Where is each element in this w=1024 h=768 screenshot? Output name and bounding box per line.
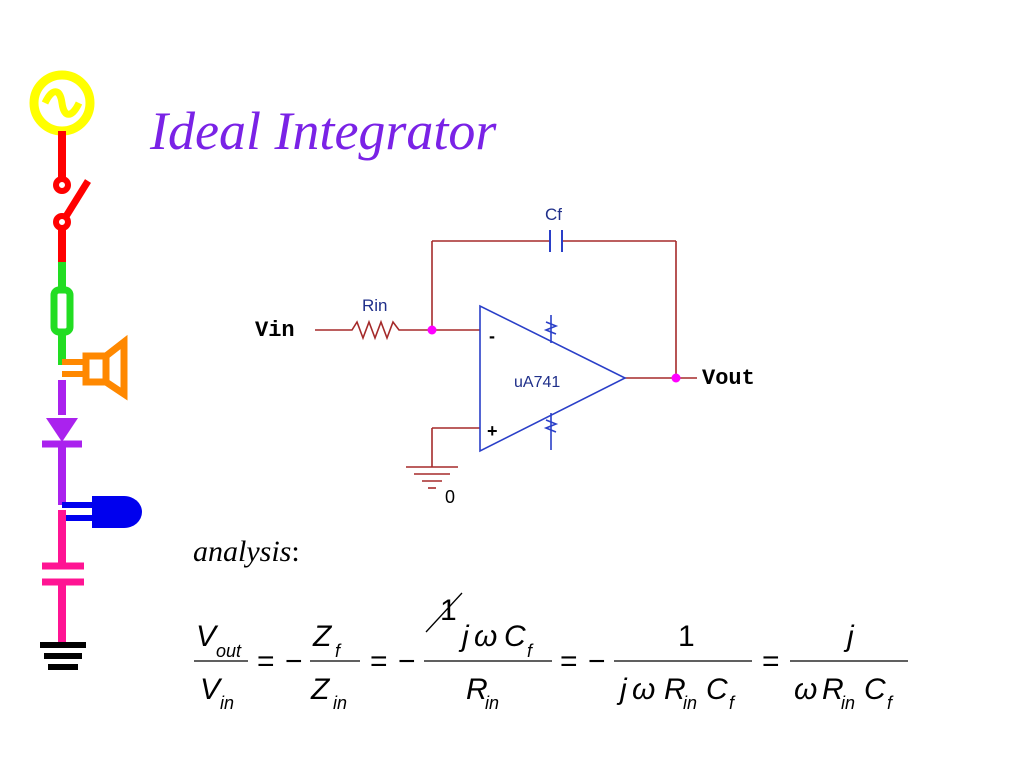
eq-c-1: C bbox=[504, 620, 526, 653]
inverting-sign: - bbox=[489, 326, 495, 346]
eq-equals-2: = bbox=[370, 645, 388, 678]
eq-j-1: j bbox=[458, 620, 470, 653]
eq-equals-1: = bbox=[257, 645, 275, 678]
ground-label: 0 bbox=[445, 487, 455, 507]
node-inverting bbox=[427, 325, 437, 335]
node-output bbox=[671, 373, 681, 383]
eq-in-sub-3: in bbox=[485, 693, 499, 713]
eq-r-1: R bbox=[466, 673, 488, 706]
eq-j-2: j bbox=[616, 673, 628, 706]
speaker-icon bbox=[62, 334, 128, 401]
analysis-colon: : bbox=[291, 535, 300, 568]
diode-icon bbox=[42, 380, 82, 505]
eq-j-3: j bbox=[843, 620, 855, 653]
eq-in-sub-2: in bbox=[333, 693, 347, 713]
component-sidebar bbox=[29, 70, 142, 670]
eq-v-bottom: V bbox=[200, 673, 223, 706]
capacitor-cf bbox=[549, 230, 563, 252]
analysis-heading: analysis: bbox=[193, 535, 300, 569]
eq-f-sub-2: f bbox=[527, 641, 534, 661]
lamp-icon bbox=[62, 496, 142, 528]
capacitor-icon bbox=[42, 510, 84, 642]
fraction-vout-vin: V out V in bbox=[194, 620, 248, 713]
eq-omega-3: ω bbox=[794, 673, 817, 706]
eq-omega-2: ω bbox=[632, 673, 655, 706]
eq-out-sub: out bbox=[216, 641, 242, 661]
eq-equals-3: = bbox=[560, 645, 578, 678]
fraction-impedance-rin: 1 j ω C f R in bbox=[424, 592, 552, 713]
eq-r-2: R bbox=[664, 673, 686, 706]
eq-f-sub-1: f bbox=[335, 641, 342, 661]
resistor-rin bbox=[345, 319, 404, 341]
vout-label: Vout bbox=[702, 366, 755, 391]
noninverting-sign: + bbox=[487, 421, 498, 441]
eq-equals-4: = bbox=[762, 645, 780, 678]
switch-icon bbox=[53, 131, 91, 262]
rin-label: Rin bbox=[362, 296, 388, 315]
eq-f-sub-4: f bbox=[887, 693, 894, 713]
ground-icon bbox=[40, 642, 86, 670]
eq-one-1: 1 bbox=[440, 594, 457, 627]
fraction-one-over: 1 j ω R in C f bbox=[614, 620, 752, 713]
analysis-word: analysis bbox=[193, 535, 292, 568]
opamp-triangle bbox=[479, 304, 627, 453]
opamp-label: uA741 bbox=[514, 374, 560, 391]
slide-title: Ideal Integrator bbox=[150, 101, 497, 161]
circuit-wires bbox=[315, 240, 697, 489]
vin-label: Vin bbox=[255, 318, 295, 343]
eq-in-sub-1: in bbox=[220, 693, 234, 713]
eq-minus-2: − bbox=[398, 645, 416, 678]
eq-c-2: C bbox=[706, 673, 728, 706]
eq-c-3: C bbox=[864, 673, 886, 706]
eq-z-top: Z bbox=[312, 620, 333, 653]
eq-omega-1: ω bbox=[474, 620, 497, 653]
eq-minus-1: − bbox=[285, 645, 303, 678]
fraction-j-over: j ω R in C f bbox=[790, 620, 908, 713]
eq-in-sub-4: in bbox=[683, 693, 697, 713]
cf-label: Cf bbox=[545, 205, 562, 224]
eq-v-top: V bbox=[196, 620, 219, 653]
eq-one-2: 1 bbox=[678, 620, 695, 653]
fraction-zf-zin: Z f Z in bbox=[310, 620, 360, 713]
eq-z-bottom: Z bbox=[310, 673, 331, 706]
eq-minus-3: − bbox=[588, 645, 606, 678]
eq-f-sub-3: f bbox=[729, 693, 736, 713]
eq-in-sub-5: in bbox=[841, 693, 855, 713]
eq-r-3: R bbox=[822, 673, 844, 706]
